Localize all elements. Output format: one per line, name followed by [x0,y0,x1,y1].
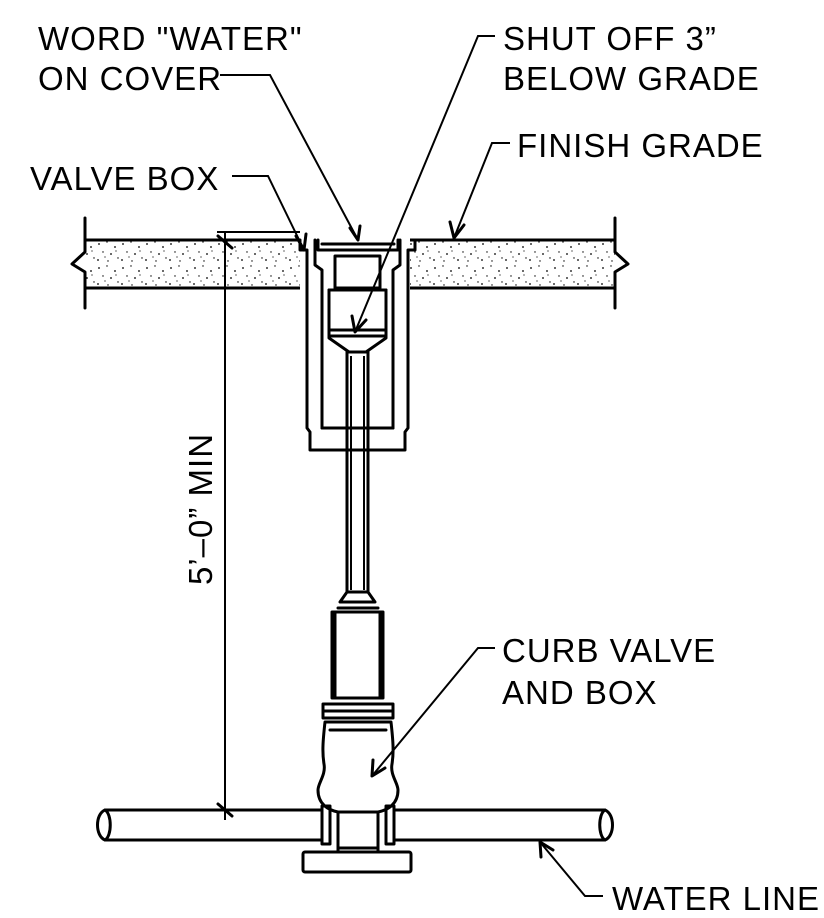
label-curb-valve-line1: CURB VALVE [502,632,716,669]
valve-stem [330,350,385,700]
label-word-water-line2: ON COVER [38,60,222,97]
label-water-line: WATER LINE [612,880,820,917]
depth-dimension [216,231,300,820]
label-valve-box: VALVE BOX [30,160,219,197]
leader-lines [220,35,603,897]
water-line-pipe [96,804,614,874]
curb-valve-body [316,702,400,850]
label-finish-grade: FINISH GRADE [517,127,764,164]
label-word-water-line1: WORD "WATER" [38,20,303,57]
label-shut-off-line1: SHUT OFF 3” [503,20,717,57]
label-curb-valve-line2: AND BOX [502,674,658,711]
valve-box [298,235,417,452]
label-shut-off-line2: BELOW GRADE [503,60,760,97]
annotation-labels: WORD "WATER" ON COVER SHUT OFF 3” BELOW … [30,20,820,917]
label-min-depth: 5’–0” MIN [182,433,219,585]
